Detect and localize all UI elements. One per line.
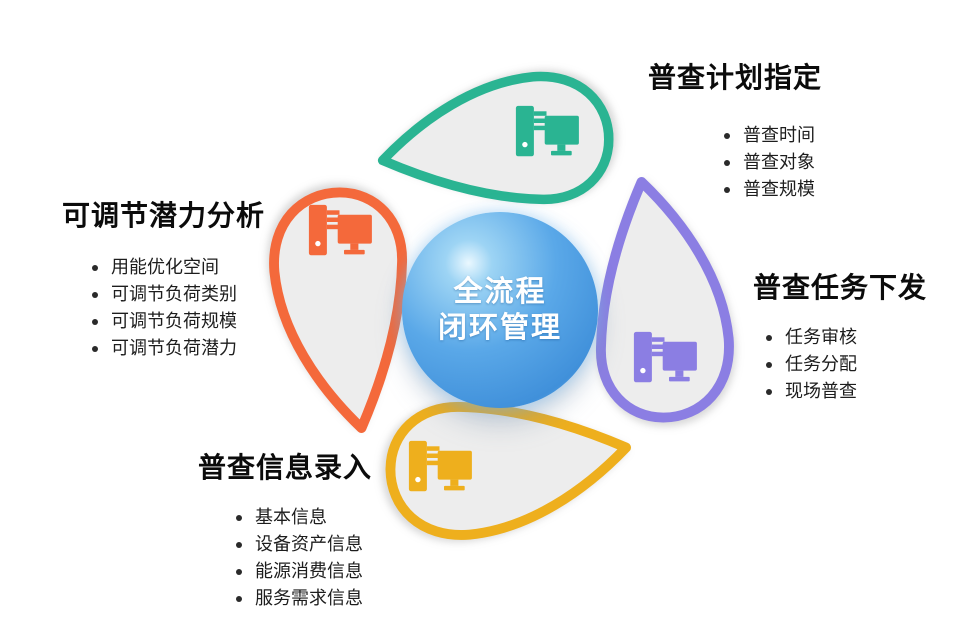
section-plan-list: 普查时间 普查对象 普查规模 (724, 126, 822, 199)
list-item: 可调节负荷类别 (92, 285, 265, 304)
list-item-label: 普查时间 (743, 125, 815, 145)
section-dispatch-list: 任务审核 任务分配 现场普查 (766, 328, 927, 401)
petal-dispatch (601, 182, 729, 418)
list-item: 任务分配 (766, 355, 927, 374)
list-item: 基本信息 (236, 508, 372, 527)
section-entry: 普查信息录入 基本信息 设备资产信息 能源消费信息 服务需求信息 (198, 446, 372, 616)
section-analysis-list: 用能优化空间 可调节负荷类别 可调节负荷规模 可调节负荷潜力 (92, 258, 265, 358)
bullet-dot-icon (92, 291, 98, 298)
bullet-dot-icon (724, 132, 730, 139)
list-item-label: 任务审核 (785, 327, 857, 347)
list-item-label: 可调节负荷潜力 (111, 338, 237, 358)
list-item-label: 可调节负荷类别 (111, 284, 237, 304)
bullet-dot-icon (236, 595, 242, 602)
list-item-label: 现场普查 (785, 381, 857, 401)
list-item-label: 普查对象 (743, 152, 815, 172)
bullet-dot-icon (724, 186, 730, 193)
list-item: 普查时间 (724, 126, 822, 145)
section-analysis-title: 可调节潜力分析 (62, 200, 266, 231)
list-item-label: 能源消费信息 (255, 561, 363, 581)
list-item: 能源消费信息 (236, 562, 372, 581)
bullet-dot-icon (92, 264, 98, 271)
list-item-label: 服务需求信息 (255, 588, 363, 608)
section-dispatch: 普查任务下发 任务审核 任务分配 现场普查 (753, 266, 927, 409)
bullet-dot-icon (236, 514, 242, 521)
section-dispatch-title: 普查任务下发 (753, 272, 928, 303)
list-item: 普查对象 (724, 153, 822, 172)
list-item-label: 基本信息 (255, 507, 327, 527)
center-label-line1: 全流程 (453, 275, 547, 308)
list-item-label: 任务分配 (785, 354, 857, 374)
list-item-label: 用能优化空间 (111, 257, 219, 277)
center-label-line2: 闭环管理 (437, 312, 562, 344)
list-item: 任务审核 (766, 328, 927, 347)
section-entry-list: 基本信息 设备资产信息 能源消费信息 服务需求信息 (236, 508, 372, 608)
list-item-label: 设备资产信息 (255, 534, 363, 554)
list-item: 设备资产信息 (236, 535, 372, 554)
section-plan: 普查计划指定 普查时间 普查对象 普查规模 (648, 56, 822, 207)
bullet-dot-icon (766, 361, 772, 368)
bullet-dot-icon (236, 568, 242, 575)
list-item-label: 可调节负荷规模 (111, 311, 237, 331)
bullet-dot-icon (92, 345, 98, 352)
list-item: 用能优化空间 (92, 258, 265, 277)
bullet-dot-icon (92, 318, 98, 325)
list-item-label: 普查规模 (743, 179, 815, 199)
bullet-dot-icon (724, 159, 730, 166)
list-item: 可调节负荷规模 (92, 312, 265, 331)
list-item: 现场普查 (766, 382, 927, 401)
section-entry-title: 普查信息录入 (198, 452, 373, 483)
list-item: 普查规模 (724, 180, 822, 199)
center-circle: 全流程 闭环管理 (402, 212, 598, 408)
section-analysis: 可调节潜力分析 用能优化空间 可调节负荷类别 可调节负荷规模 可调节负荷潜力 (62, 194, 265, 366)
list-item: 服务需求信息 (236, 589, 372, 608)
bullet-dot-icon (766, 334, 772, 341)
list-item: 可调节负荷潜力 (92, 339, 265, 358)
bullet-dot-icon (236, 541, 242, 548)
bullet-dot-icon (766, 388, 772, 395)
section-plan-title: 普查计划指定 (648, 62, 823, 93)
